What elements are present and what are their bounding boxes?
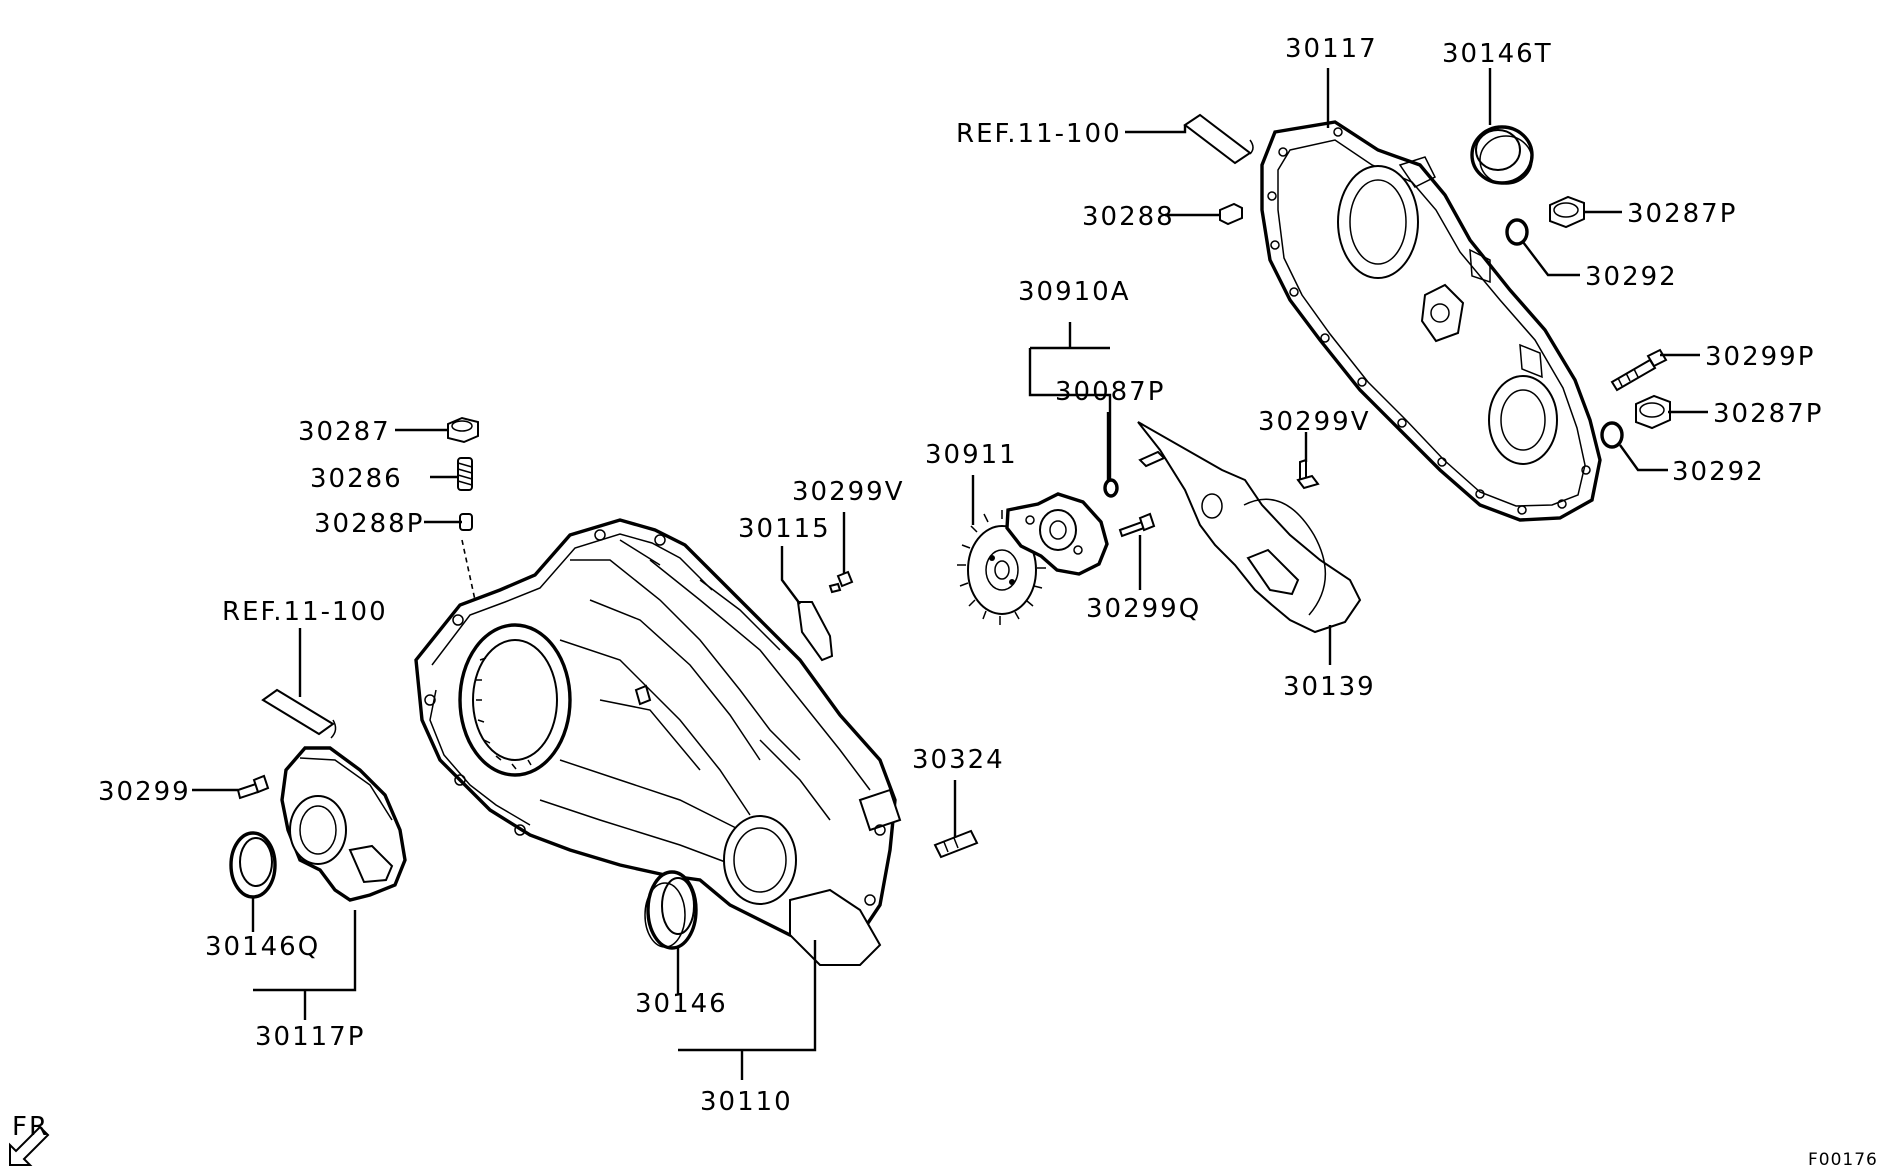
pump-body-30910A[interactable]	[1005, 492, 1109, 576]
oring-30087P[interactable]	[1103, 478, 1119, 498]
baffle-30139[interactable]	[1137, 421, 1362, 634]
extension-housing-30117P[interactable]	[280, 746, 407, 902]
label-30299[interactable]: 30299	[98, 777, 191, 807]
bolt-30299V-right[interactable]	[1296, 458, 1320, 490]
label-ref-left[interactable]: REF.11-100	[222, 597, 388, 627]
cover-bolt-holes	[1267, 127, 1591, 515]
leader-lines	[192, 68, 1708, 1080]
seal-30146T[interactable]	[1470, 125, 1534, 185]
label-30288[interactable]: 30288	[1082, 202, 1175, 232]
bolt-30299[interactable]	[236, 774, 270, 800]
label-30292-top[interactable]: 30292	[1585, 262, 1678, 292]
pin-30288[interactable]	[1219, 202, 1243, 226]
label-30287P-top[interactable]: 30287P	[1627, 199, 1737, 229]
label-30115[interactable]: 30115	[738, 514, 831, 544]
label-30087P[interactable]: 30087P	[1055, 377, 1165, 407]
ref-bracket-top	[1183, 113, 1254, 165]
snapring-30115[interactable]	[796, 601, 834, 662]
bolt-30299P[interactable]	[1610, 348, 1668, 392]
label-ref-top[interactable]: REF.11-100	[956, 119, 1122, 149]
washer-30292-top[interactable]	[1505, 218, 1529, 246]
label-30299V-right[interactable]: 30299V	[1258, 407, 1371, 437]
sensor-30324[interactable]	[933, 829, 979, 859]
label-30117P[interactable]: 30117P	[255, 1022, 365, 1052]
label-30287P-mid[interactable]: 30287P	[1713, 399, 1823, 429]
ref-bracket-left	[261, 688, 337, 739]
label-30286[interactable]: 30286	[310, 464, 403, 494]
front-direction-arrow-icon	[9, 1125, 50, 1166]
label-30324[interactable]: 30324	[912, 745, 1005, 775]
plug-30287P-top[interactable]	[1549, 195, 1585, 229]
label-30299Q[interactable]: 30299Q	[1086, 594, 1201, 624]
assembly-line-plug	[461, 539, 476, 601]
label-30139[interactable]: 30139	[1283, 672, 1376, 702]
label-30292-mid[interactable]: 30292	[1672, 457, 1765, 487]
transfer-case-30110[interactable]	[414, 518, 902, 966]
label-30117[interactable]: 30117	[1285, 34, 1378, 64]
label-30910A[interactable]: 30910A	[1018, 277, 1131, 307]
label-30110[interactable]: 30110	[700, 1087, 793, 1117]
figure-code: F00176	[1808, 1150, 1878, 1170]
seal-30146Q[interactable]	[229, 831, 277, 899]
washer-30292-mid[interactable]	[1600, 421, 1624, 449]
bolt-30299V-mid[interactable]	[828, 570, 854, 594]
plug-30287[interactable]	[447, 416, 479, 444]
label-30299P[interactable]: 30299P	[1705, 342, 1815, 372]
label-fr: FR	[12, 1112, 49, 1142]
label-30146Q[interactable]: 30146Q	[205, 932, 320, 962]
rear-cover-30117[interactable]	[1260, 120, 1602, 522]
case-bolt-holes	[424, 529, 886, 906]
spring-30286[interactable]	[457, 457, 473, 491]
label-30146[interactable]: 30146	[635, 989, 728, 1019]
label-30299V-mid[interactable]: 30299V	[792, 477, 905, 507]
plug-30287P-mid[interactable]	[1635, 394, 1671, 430]
label-30287[interactable]: 30287	[298, 417, 391, 447]
label-30146T[interactable]: 30146T	[1442, 39, 1553, 69]
label-30911[interactable]: 30911	[925, 440, 1018, 470]
gear-30911[interactable]	[957, 510, 1046, 625]
seal-30146[interactable]	[644, 870, 698, 950]
label-30288P[interactable]: 30288P	[314, 509, 424, 539]
bolt-30299Q[interactable]	[1118, 512, 1156, 538]
